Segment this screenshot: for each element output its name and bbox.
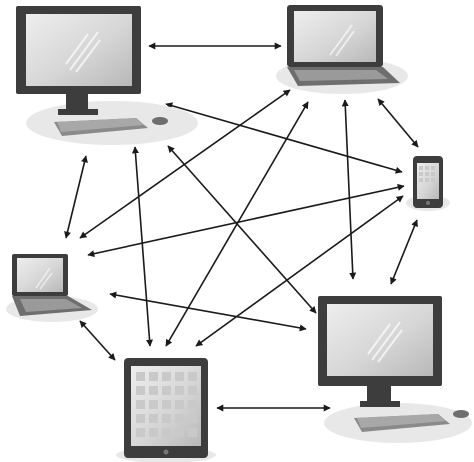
app-tile-icon (149, 414, 158, 423)
app-tile-icon (162, 372, 171, 381)
app-tile-icon (162, 428, 171, 437)
monitor-screen (327, 304, 433, 376)
app-tile-icon (136, 414, 145, 423)
monitor-base (360, 401, 400, 407)
app-tile-icon (149, 372, 158, 381)
mouse (453, 410, 469, 418)
monitor-neck (66, 94, 88, 110)
app-tile-icon (136, 428, 145, 437)
phone-home-button (426, 201, 430, 205)
app-grid-icon (419, 166, 435, 182)
laptop-screen (17, 258, 63, 292)
monitor-base (58, 109, 98, 115)
edge-laptop-left-to-desktop-bottom-right (109, 291, 307, 332)
screen-glare-icon (65, 31, 101, 73)
edge-laptop-top-right-to-desktop-bottom-right (341, 99, 357, 280)
keyboard-top (57, 118, 144, 132)
monitor-neck (367, 386, 391, 402)
edge-desktop-top-left-to-desktop-bottom-right (167, 145, 317, 314)
edge-desktop-top-left-to-phone-right (165, 102, 403, 174)
edge-phone-right-to-desktop-bottom-right (390, 219, 418, 285)
monitor-screen (26, 14, 132, 86)
app-tile-icon (175, 400, 184, 409)
app-grid-icon (136, 372, 197, 437)
app-tile-icon (162, 400, 171, 409)
app-tile-icon (149, 400, 158, 409)
edge-desktop-top-left-to-tablet-bottom (131, 146, 154, 347)
app-tile-icon (175, 414, 184, 423)
screen-glare-icon (367, 321, 403, 363)
phone-right (406, 156, 450, 211)
edge-laptop-left-to-tablet-bottom (79, 320, 116, 361)
app-tile-icon (188, 414, 197, 423)
laptop-keys (20, 299, 82, 312)
app-tile-icon (175, 372, 184, 381)
edge-desktop-top-left-to-laptop-left (64, 155, 88, 239)
laptop-top-right (276, 5, 408, 94)
keyboard-top (357, 414, 446, 428)
screen-glare-icon (329, 24, 355, 57)
tablet-bottom (116, 358, 216, 462)
edge-phone-right-to-laptop-left (87, 183, 405, 258)
laptop-screen (294, 11, 376, 62)
laptop-left (6, 254, 98, 322)
desktop-bottom-right (318, 296, 472, 443)
screen-glare-icon (35, 267, 53, 290)
app-tile-icon (149, 428, 158, 437)
app-tile-icon (149, 386, 158, 395)
app-tile-icon (188, 428, 197, 437)
app-tile-icon (136, 372, 145, 381)
app-tile-icon (136, 400, 145, 409)
app-tile-icon (175, 386, 184, 395)
edges-layer (64, 42, 419, 412)
app-tile-icon (162, 386, 171, 395)
laptop-keys (294, 70, 388, 81)
app-tile-icon (188, 372, 197, 381)
edge-laptop-top-right-to-tablet-bottom (165, 101, 309, 347)
desktop-top-left (16, 6, 198, 145)
edge-laptop-top-right-to-phone-right (377, 98, 419, 148)
app-tile-icon (188, 386, 197, 395)
mouse (152, 117, 168, 125)
app-tile-icon (188, 400, 197, 409)
app-tile-icon (136, 386, 145, 395)
app-tile-icon (162, 414, 171, 423)
tablet-home-button (163, 449, 169, 455)
app-tile-icon (175, 428, 184, 437)
